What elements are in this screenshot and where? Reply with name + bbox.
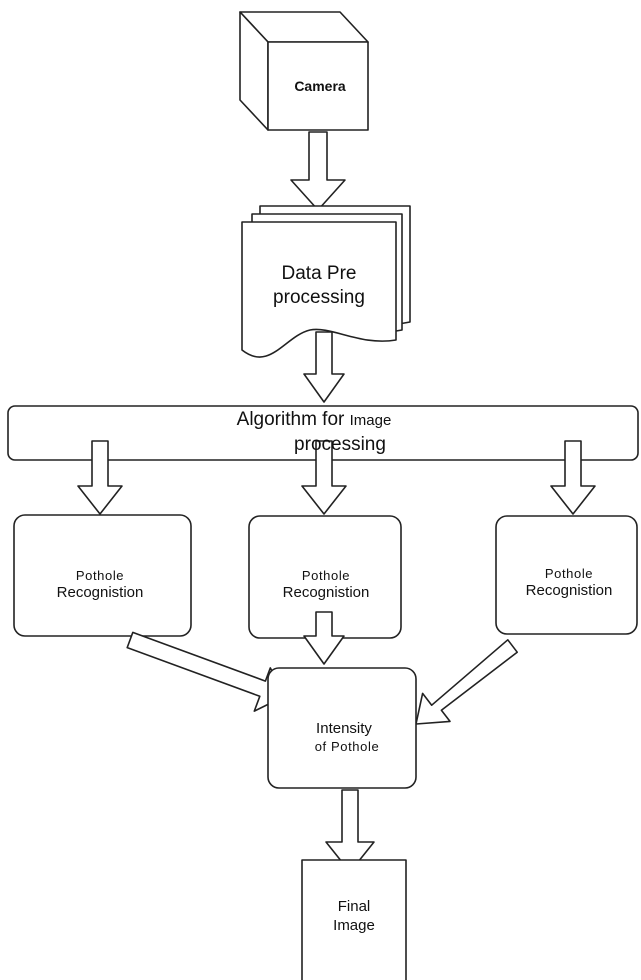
recognition-center-label-line2: Recognistion xyxy=(282,584,370,602)
arrow-recognition-center-to-intensity xyxy=(303,611,345,665)
algorithm-label-line2: processing xyxy=(294,433,386,455)
intensity-label: Intensity of Pothole xyxy=(309,720,380,755)
camera-label: Camera xyxy=(294,78,346,94)
final-label: Final Image xyxy=(333,898,375,936)
recognition-right-label-line1: Pothole xyxy=(544,566,594,581)
recognition-right-label-line2: Recognistion xyxy=(525,582,613,600)
arrow-algorithm-to-recognition-right xyxy=(550,440,596,515)
arrow-recognition-right-to-intensity xyxy=(415,638,519,725)
camera-node xyxy=(239,11,369,131)
arrow-algorithm-to-recognition-center xyxy=(301,440,347,515)
recognition-center-label-line1: Pothole xyxy=(301,568,351,583)
intensity-node xyxy=(267,667,417,789)
recognition-left-label-line1: Pothole xyxy=(75,568,125,583)
final-node xyxy=(301,859,407,980)
arrow-recognition-left-to-intensity xyxy=(126,631,286,712)
final-label-line2: Image xyxy=(333,916,375,934)
recognition-right-node xyxy=(495,515,638,635)
preprocessing-label-line2: processing xyxy=(273,286,365,308)
recognition-left-label-line2: Recognistion xyxy=(56,584,144,602)
arrow-camera-to-preprocessing xyxy=(290,131,346,211)
final-label-line1: Final xyxy=(337,898,371,915)
recognition-center-label: Pothole Recognistion xyxy=(283,568,370,603)
preprocessing-node xyxy=(241,205,411,358)
recognition-left-label: Pothole Recognistion xyxy=(57,568,144,603)
algorithm-label-line1: Algorithm for Image xyxy=(237,408,392,433)
preprocessing-label-line1: Data Pre xyxy=(281,263,357,284)
intensity-label-line1: Intensity xyxy=(316,720,372,737)
recognition-right-label: Pothole Recognistion xyxy=(526,566,613,601)
algorithm-label: Algorithm for Image processing xyxy=(237,408,392,457)
arrow-intensity-to-final xyxy=(325,789,375,873)
algorithm-label-line1b: Image xyxy=(349,412,392,429)
algorithm-label-line1a: Algorithm for xyxy=(236,409,350,430)
arrow-preprocessing-to-algorithm xyxy=(303,331,345,403)
preprocessing-label: Data Pre processing xyxy=(273,262,365,310)
arrow-algorithm-to-recognition-left xyxy=(77,440,123,515)
intensity-label-line2: of Pothole xyxy=(314,738,380,754)
recognition-left-node xyxy=(13,514,192,637)
